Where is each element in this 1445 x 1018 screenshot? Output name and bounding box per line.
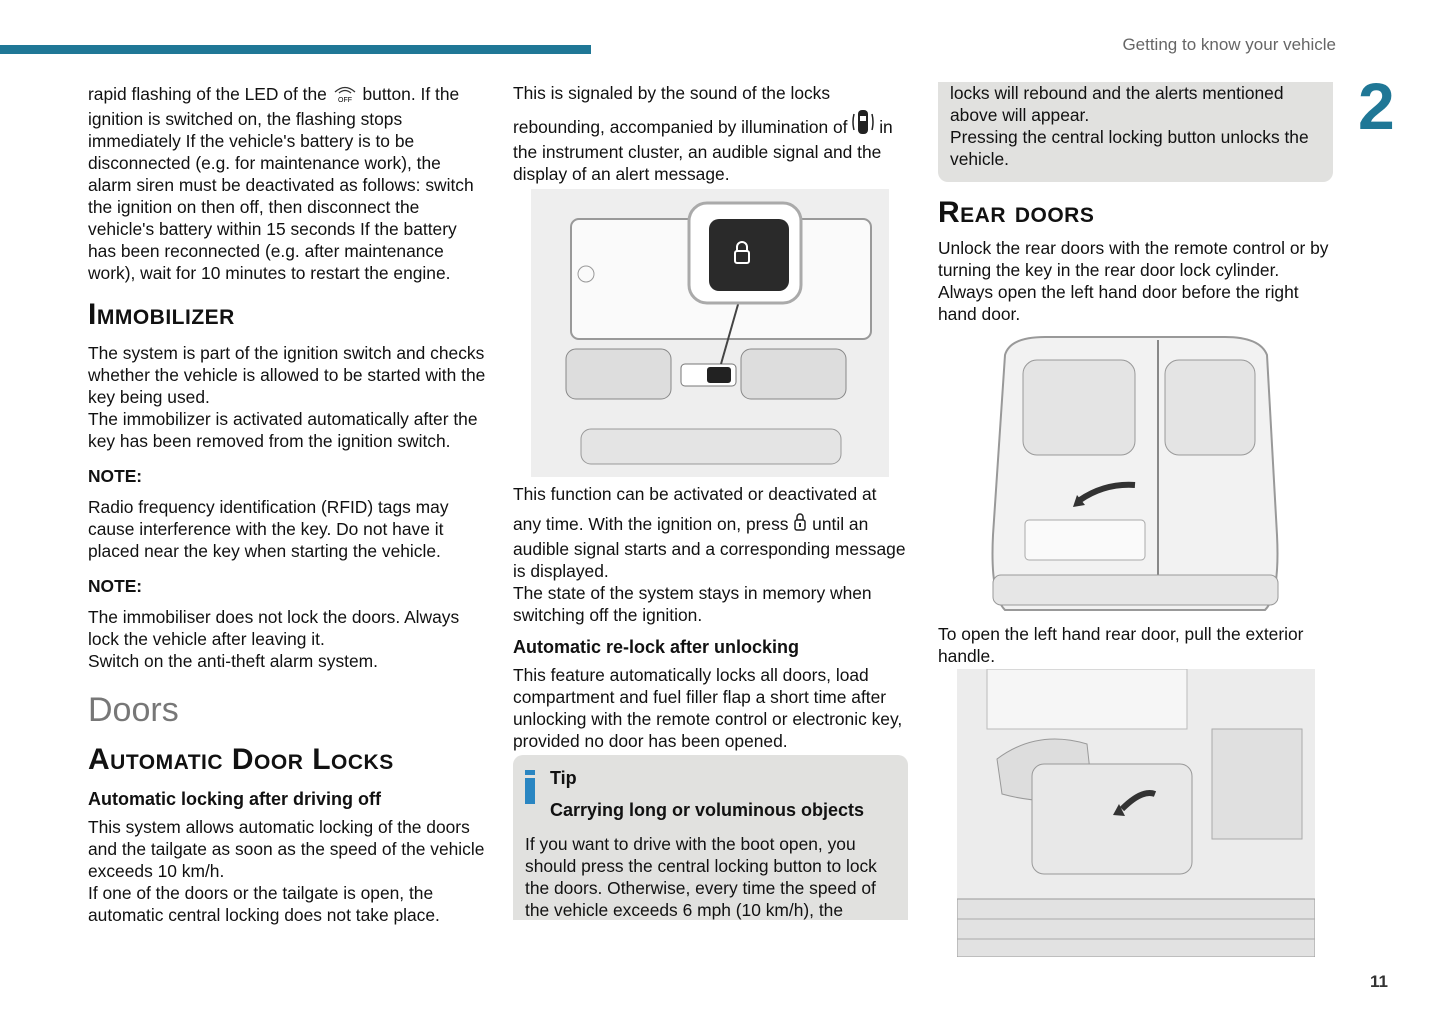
tip-title: Carrying long or voluminous objects [550, 800, 865, 820]
tip-continuation-2: Pressing the central locking button unlo… [950, 127, 1309, 169]
note-2-text-2: Switch on the anti-theft alarm system. [88, 651, 378, 671]
auto-lock-paragraph-2: If one of the doors or the tailgate is o… [88, 883, 440, 925]
tip-text: If you want to drive with the boot open,… [525, 834, 877, 920]
note-2-label: NOTE: [88, 576, 143, 596]
immobilizer-heading: Immobilizer [88, 298, 235, 331]
doors-heading: Doors [88, 691, 179, 729]
tip-continuation-box: locks will rebound and the alerts mentio… [938, 82, 1333, 182]
signal-text-b: rebounding, accompanied by illumination … [513, 117, 848, 137]
signal-text-a: This is signaled by the sound of the loc… [513, 83, 831, 103]
activation-text-a: This function can be activated or deacti… [513, 484, 877, 504]
column-1: rapid flashing of the LED of the OFF but… [88, 83, 488, 926]
auto-lock-paragraph-1: This system allows automatic locking of … [88, 817, 485, 881]
lock-icon [793, 511, 807, 538]
svg-text:OFF: OFF [338, 97, 352, 103]
relock-heading: Automatic re-lock after unlocking [513, 637, 800, 657]
interior-door-handle-figure [956, 668, 1316, 958]
activation-text-c: until [812, 514, 845, 534]
relock-paragraph: This feature automatically locks all doo… [513, 665, 903, 751]
auto-lock-driving-heading: Automatic locking after driving off [88, 789, 382, 809]
column-2: This is signaled by the sound of the loc… [513, 82, 908, 752]
activation-text-b: any time. With the ignition on, press [513, 514, 789, 534]
info-icon [525, 770, 535, 804]
chapter-number: 2 [1358, 69, 1395, 143]
page-number: 11 [1370, 972, 1388, 991]
left-door-paragraph: To open the left hand rear door, pull th… [938, 624, 1304, 666]
tip-continuation-1: locks will rebound and the alerts mentio… [950, 83, 1284, 125]
alarm-off-icon: OFF [332, 85, 358, 108]
immobilizer-paragraph-1: The system is part of the ignition switc… [88, 343, 486, 407]
activation-text-d: an audible signal starts and a correspon… [513, 514, 906, 581]
automatic-door-locks-heading: Automatic Door Locks [88, 743, 394, 776]
header-accent-bar [0, 45, 591, 54]
tip-box: Tip Carrying long or voluminous objects … [513, 755, 908, 920]
tip-label: Tip [550, 768, 577, 788]
vehicle-lock-warning-icon [852, 108, 875, 141]
rear-doors-paragraph: Unlock the rear doors with the remote co… [938, 238, 1329, 324]
intro-text-a: rapid flashing of the LED of the [88, 84, 327, 104]
signal-text-c: in the instrument cluster, an audible si… [513, 117, 893, 184]
intro-paragraph: rapid flashing of the LED of the OFF but… [88, 83, 488, 284]
rear-doors-figure [985, 335, 1285, 615]
column-3: Rear doors Unlock the rear doors with th… [938, 197, 1338, 325]
intro-text-b: button. If the ignition is switched on, … [88, 84, 474, 283]
memory-paragraph: The state of the system stays in memory … [513, 583, 872, 625]
signal-paragraph: This is signaled by the sound of the loc… [513, 82, 908, 185]
activation-paragraph: This function can be activated or deacti… [513, 483, 908, 582]
dashboard-central-locking-figure [531, 189, 889, 477]
note-1-text: Radio frequency identification (RFID) ta… [88, 497, 449, 561]
rear-doors-heading: Rear doors [938, 196, 1095, 229]
immobilizer-paragraph-2: The immobilizer is activated automatical… [88, 409, 478, 451]
section-title: Getting to know your vehicle [1122, 35, 1336, 54]
note-1-label: NOTE: [88, 466, 143, 486]
note-2-text-1: The immobiliser does not lock the doors.… [88, 607, 460, 649]
